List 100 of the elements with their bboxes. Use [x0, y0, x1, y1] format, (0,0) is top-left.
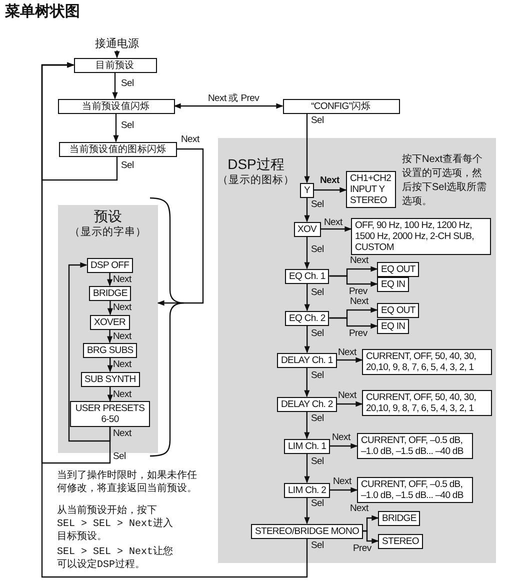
- edge-label: Sel: [311, 115, 324, 126]
- arrow: [336, 357, 363, 363]
- edge-label: Sel: [311, 540, 324, 551]
- arrow: [112, 72, 118, 100]
- menu-box: DELAY Ch. 1: [277, 352, 337, 368]
- menu-box: LIM Ch. 1: [284, 438, 330, 454]
- arrow: [107, 272, 113, 286]
- panel-heading: DSP过程: [228, 158, 284, 171]
- arrow: [68, 262, 111, 442]
- edge-label: Next: [113, 389, 132, 400]
- panel-subheading: （显示的字串）: [70, 226, 146, 239]
- arrow: [107, 330, 113, 344]
- arrow: [113, 114, 119, 142]
- edge-label: Next: [113, 302, 132, 313]
- menu-box: 当前预设值闪烁: [58, 98, 174, 114]
- menu-box: EQ IN: [377, 318, 410, 334]
- option-box: CURRENT, OFF, 50, 40, 30, 20,10, 9, 8, 7, 6, 5, 4, 3, 2, 1: [362, 390, 492, 416]
- edge-label: Next: [350, 255, 368, 266]
- edge-label: Prev: [349, 328, 368, 339]
- option-box: CURRENT, OFF, 50, 40, 30, 20,10, 9, 8, 7, 6, 5, 4, 3, 2, 1: [362, 349, 492, 375]
- edge-label: Next: [350, 503, 368, 514]
- edge-label: Prev: [349, 286, 368, 297]
- edge-label: Sel: [311, 413, 324, 424]
- edge-label: Next: [320, 175, 340, 186]
- edge-label: Next: [113, 359, 132, 370]
- edge-label: Next: [333, 476, 352, 487]
- menu-box: EQ Ch. 1: [285, 268, 330, 284]
- menu-box: DELAY Ch. 2: [277, 396, 337, 412]
- arrow: [107, 358, 113, 372]
- edge-label: Sel: [311, 287, 324, 298]
- panel-heading: 预设: [94, 210, 122, 223]
- arrow: [330, 443, 358, 449]
- menu-box: STEREO: [378, 534, 423, 548]
- arrow: [304, 498, 310, 524]
- edge-label: Next: [350, 296, 368, 307]
- arrow: [336, 401, 363, 407]
- option-box: CURRENT, OFF, –0.5 dB, –1.0 dB, –1.5 dB... –40 dB: [357, 433, 473, 459]
- arrow: [107, 300, 113, 316]
- arrow: [157, 148, 204, 306]
- menu-box: Y: [300, 182, 314, 198]
- panel-subheading: （显示的图标）: [218, 174, 294, 187]
- edge-label: Next: [324, 217, 342, 228]
- menu-box: XOVER: [90, 314, 130, 330]
- edge-label: Sel: [311, 328, 324, 339]
- arrow: [329, 317, 378, 329]
- edge-label: Next: [113, 428, 132, 439]
- note-text: 从当前预设开始，按下SEL > SEL > Next进入目标预设。: [57, 505, 174, 544]
- note-text: SEL > SEL > Next让您可以设定DSP过程。: [57, 546, 174, 572]
- edge-label: Next: [113, 274, 132, 285]
- menu-box: LIM Ch. 2: [284, 482, 330, 498]
- arrow: [114, 50, 120, 58]
- arrow: [174, 103, 284, 109]
- menu-box: BRIDGE: [89, 286, 132, 300]
- option-box: CURRENT, OFF, –0.5 dB, –1.0 dB, –1.5 dB... –40 dB: [357, 477, 473, 503]
- arrow: [107, 386, 113, 402]
- menu-box: EQ OUT: [377, 302, 420, 318]
- edge-label: Prev: [353, 543, 372, 554]
- arrow: [330, 487, 358, 493]
- edge-label: Next: [113, 331, 132, 342]
- menu-box: BRIDGE: [378, 510, 420, 526]
- edge-label: Sel: [113, 451, 126, 462]
- panel: [58, 205, 158, 453]
- option-box: OFF, 90 Hz, 100 Hz, 1200 Hz, 1500 Hz, 2000 Hz, 2-CH SUB, CUSTOM: [351, 218, 491, 254]
- menu-box: SUB SYNTH: [80, 372, 140, 386]
- edge-label: Next: [338, 390, 356, 401]
- start-text: 接通电源: [95, 38, 139, 50]
- edge-label: Next: [338, 347, 356, 358]
- edge-label: Next: [332, 432, 350, 443]
- menu-box: XOV: [294, 222, 321, 236]
- edge-label: Sel: [311, 456, 324, 467]
- menu-box: “CONFIG”闪烁: [282, 98, 400, 114]
- menu-box: EQ IN: [377, 276, 410, 292]
- edge-label: Sel: [311, 370, 324, 381]
- arrow: [363, 530, 379, 544]
- arrow: [314, 187, 347, 193]
- arrow: [304, 114, 310, 184]
- arrow: [304, 284, 310, 312]
- menu-box: BRG SUBS: [83, 342, 138, 358]
- menu-box: EQ OUT: [377, 262, 420, 276]
- arrow: [304, 412, 310, 440]
- menu-box: USER PRESETS 6-50: [70, 401, 150, 427]
- instruction-note: 按下Next查看每个设置的可选项，然后按下Sel选取所需选项。: [402, 153, 488, 209]
- edge-label: Sel: [121, 120, 134, 131]
- edge-label: Next: [181, 134, 200, 145]
- arrow: [320, 226, 352, 232]
- arrow: [304, 198, 310, 222]
- menu-box: EQ Ch. 2: [285, 310, 330, 326]
- edge-label: Next 或 Prev: [208, 93, 260, 104]
- edge-label: Sel: [311, 244, 324, 255]
- note-text: 当到了操作时限时，如果未作任何修改，将直接返回当前预设。: [57, 470, 198, 496]
- arrow: [41, 62, 308, 578]
- arrow: [304, 326, 310, 354]
- edge-label: Sel: [121, 78, 134, 89]
- edge-label: Sel: [311, 498, 324, 509]
- edge-label: Sel: [121, 160, 134, 171]
- menu-box: 目前预设: [74, 58, 156, 72]
- panel: [218, 138, 496, 563]
- diagram-title: 菜单树状图: [5, 3, 80, 21]
- menu-box: 当前预设值的图标闪烁: [59, 142, 177, 156]
- arrow: [304, 236, 310, 270]
